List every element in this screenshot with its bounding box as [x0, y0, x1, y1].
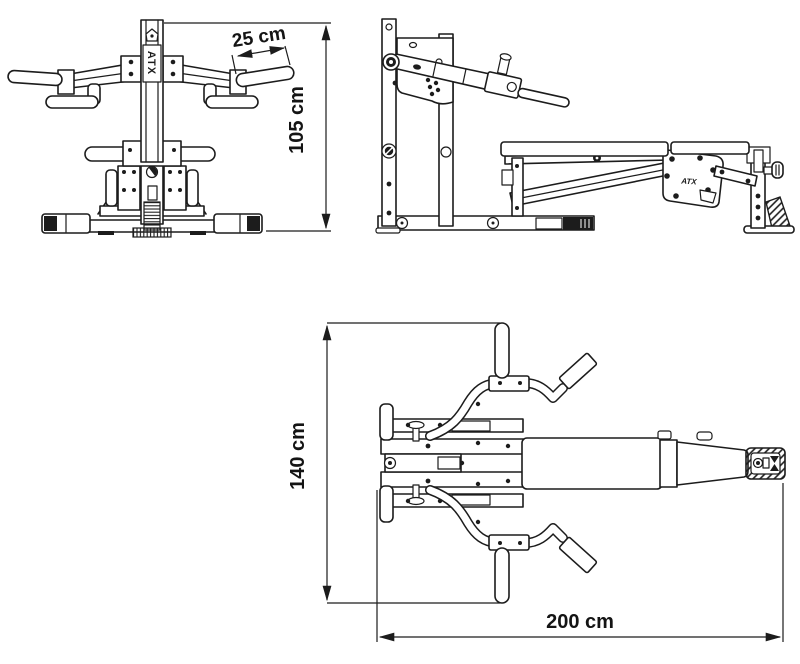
top-stub-upper [379, 403, 394, 441]
dim-length-label: 200 cm [546, 611, 614, 633]
top-paddle-upper [558, 352, 598, 390]
front-jhook-right [205, 95, 259, 109]
front-jhook-left [45, 95, 99, 109]
top-seat-taper [676, 441, 749, 486]
side-bench-pad [500, 141, 669, 157]
dimension-handle-length: 25 cm [231, 23, 291, 75]
dim-width-label: 140 cm [287, 422, 309, 490]
dim-handle-length-label: 25 cm [231, 23, 287, 52]
dimension-width: 140 cm [287, 322, 500, 604]
side-view: ATX [375, 18, 795, 234]
front-handle-right [235, 65, 295, 88]
dimension-length: 200 cm [376, 483, 784, 642]
top-stub-lower [379, 485, 394, 523]
front-view: ATX 25 cm 105 cm [7, 19, 331, 238]
front-guide-left [117, 165, 141, 211]
top-arm-lower [425, 485, 568, 548]
atx-logo-front: ATX [145, 51, 157, 75]
side-front-post [381, 18, 397, 227]
top-view: 140 cm 200 cm [287, 322, 786, 642]
top-paddle-lower [558, 536, 598, 574]
front-handle-left [7, 69, 63, 87]
top-handle-lower [494, 547, 510, 604]
atx-logo-side: ATX [680, 176, 698, 186]
top-bench-pad [521, 437, 663, 490]
top-handle-upper [494, 322, 510, 379]
dim-height-label: 105 cm [286, 86, 308, 154]
side-seat-pad [670, 141, 750, 155]
side-kick-ramp [765, 196, 791, 229]
side-adjust-knob [771, 161, 784, 179]
front-guide-right [163, 165, 187, 211]
side-front-support [511, 157, 524, 217]
top-arm-upper [425, 378, 568, 441]
top-bench-bracket [659, 439, 678, 488]
side-arm-rod [517, 87, 570, 108]
dimension-height: 105 cm [164, 22, 331, 232]
